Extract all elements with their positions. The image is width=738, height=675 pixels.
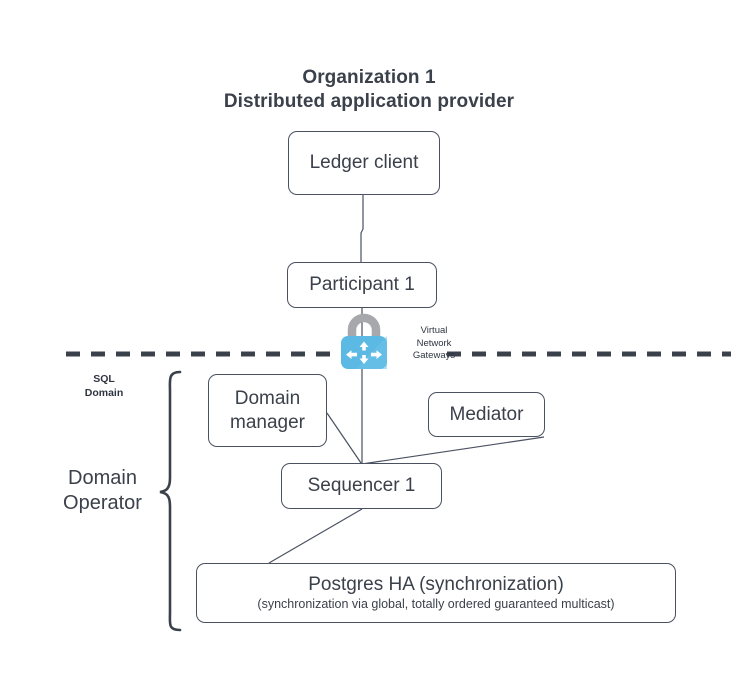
edge-sequencer-to-postgres: [268, 508, 363, 564]
edge-mediator-to-sequencer: [361, 436, 545, 465]
gateway-label: Virtual Network Gateways: [399, 325, 469, 363]
node-postgres-ha-title: Postgres HA (synchronization): [308, 574, 564, 595]
sql-domain-label: SQL Domain: [68, 373, 140, 400]
gateway-label-line1: Virtual: [420, 325, 448, 336]
domain-operator-label-line2: Operator: [63, 492, 142, 514]
gateway-label-line2: Network: [416, 337, 452, 349]
node-participant-1-label: Participant 1: [309, 274, 415, 295]
node-participant-1[interactable]: Participant 1: [287, 262, 437, 308]
edge-ledger-client-to-participant: [360, 195, 364, 262]
node-ledger-client-label: Ledger client: [309, 152, 419, 173]
sql-domain-label-line1: SQL: [93, 373, 115, 385]
gateway-label-line3: Gateways: [412, 350, 456, 361]
domain-operator-label-line1: Domain: [68, 467, 137, 489]
org-title-line2: Distributed application provider: [223, 91, 515, 112]
node-domain-manager[interactable]: Domain manager: [208, 374, 327, 447]
page-title: Organization 1 Distributed application p…: [0, 66, 738, 114]
node-domain-manager-label-line1: Domain: [234, 387, 301, 409]
node-mediator[interactable]: Mediator: [428, 392, 545, 437]
node-postgres-ha-subtitle: (synchronization via global, totally ord…: [257, 597, 615, 611]
org-title-line1: Organization 1: [302, 67, 436, 88]
node-ledger-client[interactable]: Ledger client: [288, 131, 440, 195]
node-domain-manager-label-line2: manager: [230, 411, 305, 433]
padlock-network-gateway-icon[interactable]: [338, 313, 390, 371]
node-sequencer-1-label: Sequencer 1: [307, 475, 416, 496]
edge-domain-manager-to-sequencer: [326, 412, 362, 464]
domain-operator-label: Domain Operator: [40, 466, 165, 516]
node-postgres-ha[interactable]: Postgres HA (synchronization) (synchroni…: [196, 563, 676, 623]
node-sequencer-1[interactable]: Sequencer 1: [281, 463, 442, 509]
node-mediator-label: Mediator: [449, 403, 524, 425]
sql-domain-label-line2: Domain: [84, 386, 124, 399]
